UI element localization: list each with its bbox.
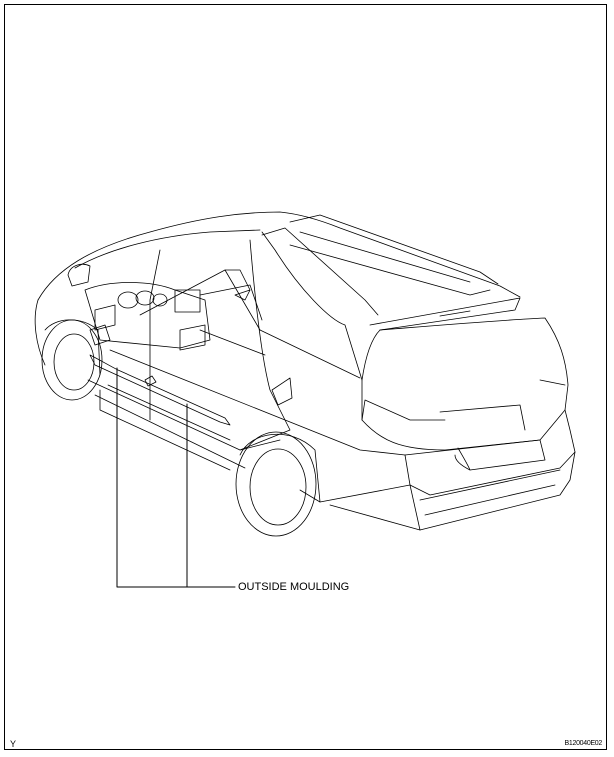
outside-moulding-callout: OUTSIDE MOULDING [238, 581, 350, 593]
callout-leader-lines [116, 367, 236, 588]
diagram-frame [4, 4, 607, 750]
corner-mark: Y [10, 739, 17, 749]
front-wheel [41, 319, 103, 401]
van-body [34, 211, 576, 531]
rear-wheel [235, 431, 321, 537]
figure-code: B120040E02 [564, 740, 603, 747]
